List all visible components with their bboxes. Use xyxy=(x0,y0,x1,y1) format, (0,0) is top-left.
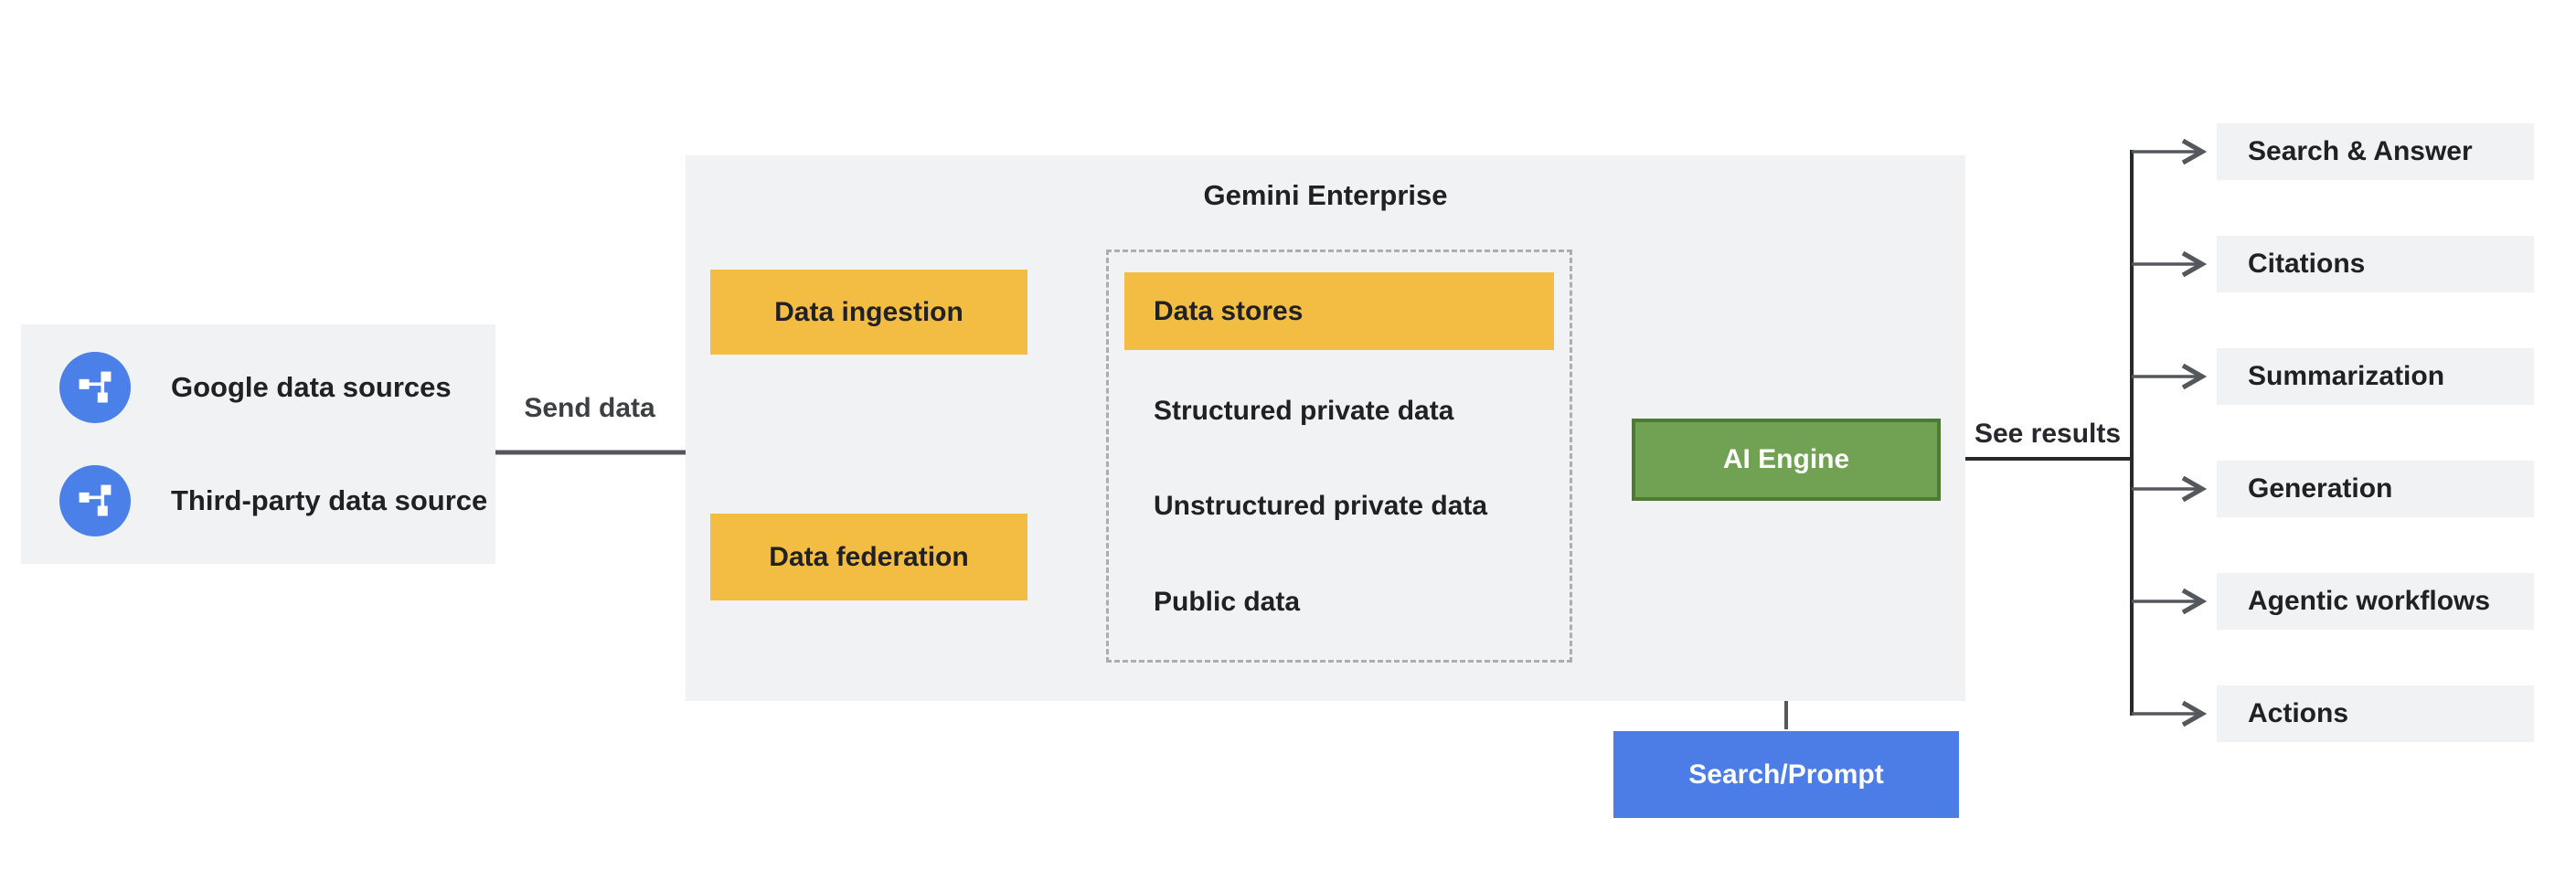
store-item-unstructured: Unstructured private data xyxy=(1154,491,1488,521)
send-data-label: Send data xyxy=(524,393,655,423)
source-label: Google data sources xyxy=(171,371,452,403)
gemini-enterprise-title: Gemini Enterprise xyxy=(1203,179,1448,211)
data-ingestion-node: Data ingestion xyxy=(710,270,1027,355)
data-federation-node: Data federation xyxy=(710,514,1027,600)
output-generation: Generation xyxy=(2217,461,2534,517)
store-item-structured: Structured private data xyxy=(1154,396,1454,426)
see-results-label: See results xyxy=(1974,419,2122,449)
source-label: Third-party data source xyxy=(171,484,488,516)
output-summarization: Summarization xyxy=(2217,348,2534,405)
source-row-third-party: Third-party data source xyxy=(59,465,495,536)
data-sources-panel: Google data sources Third-party data sou… xyxy=(21,324,495,564)
store-item-public: Public data xyxy=(1154,587,1301,617)
data-stores-node: Data stores xyxy=(1124,272,1554,350)
output-search-answer: Search & Answer xyxy=(2217,123,2534,180)
data-source-icon xyxy=(59,465,131,536)
output-agentic-workflows: Agentic workflows xyxy=(2217,573,2534,630)
output-citations: Citations xyxy=(2217,236,2534,292)
output-actions: Actions xyxy=(2217,685,2534,742)
search-prompt-node: Search/Prompt xyxy=(1613,731,1959,818)
data-stores-group xyxy=(1106,249,1572,663)
source-row-google: Google data sources xyxy=(59,352,495,423)
data-source-icon xyxy=(59,352,131,423)
ai-engine-node: AI Engine xyxy=(1632,419,1941,501)
